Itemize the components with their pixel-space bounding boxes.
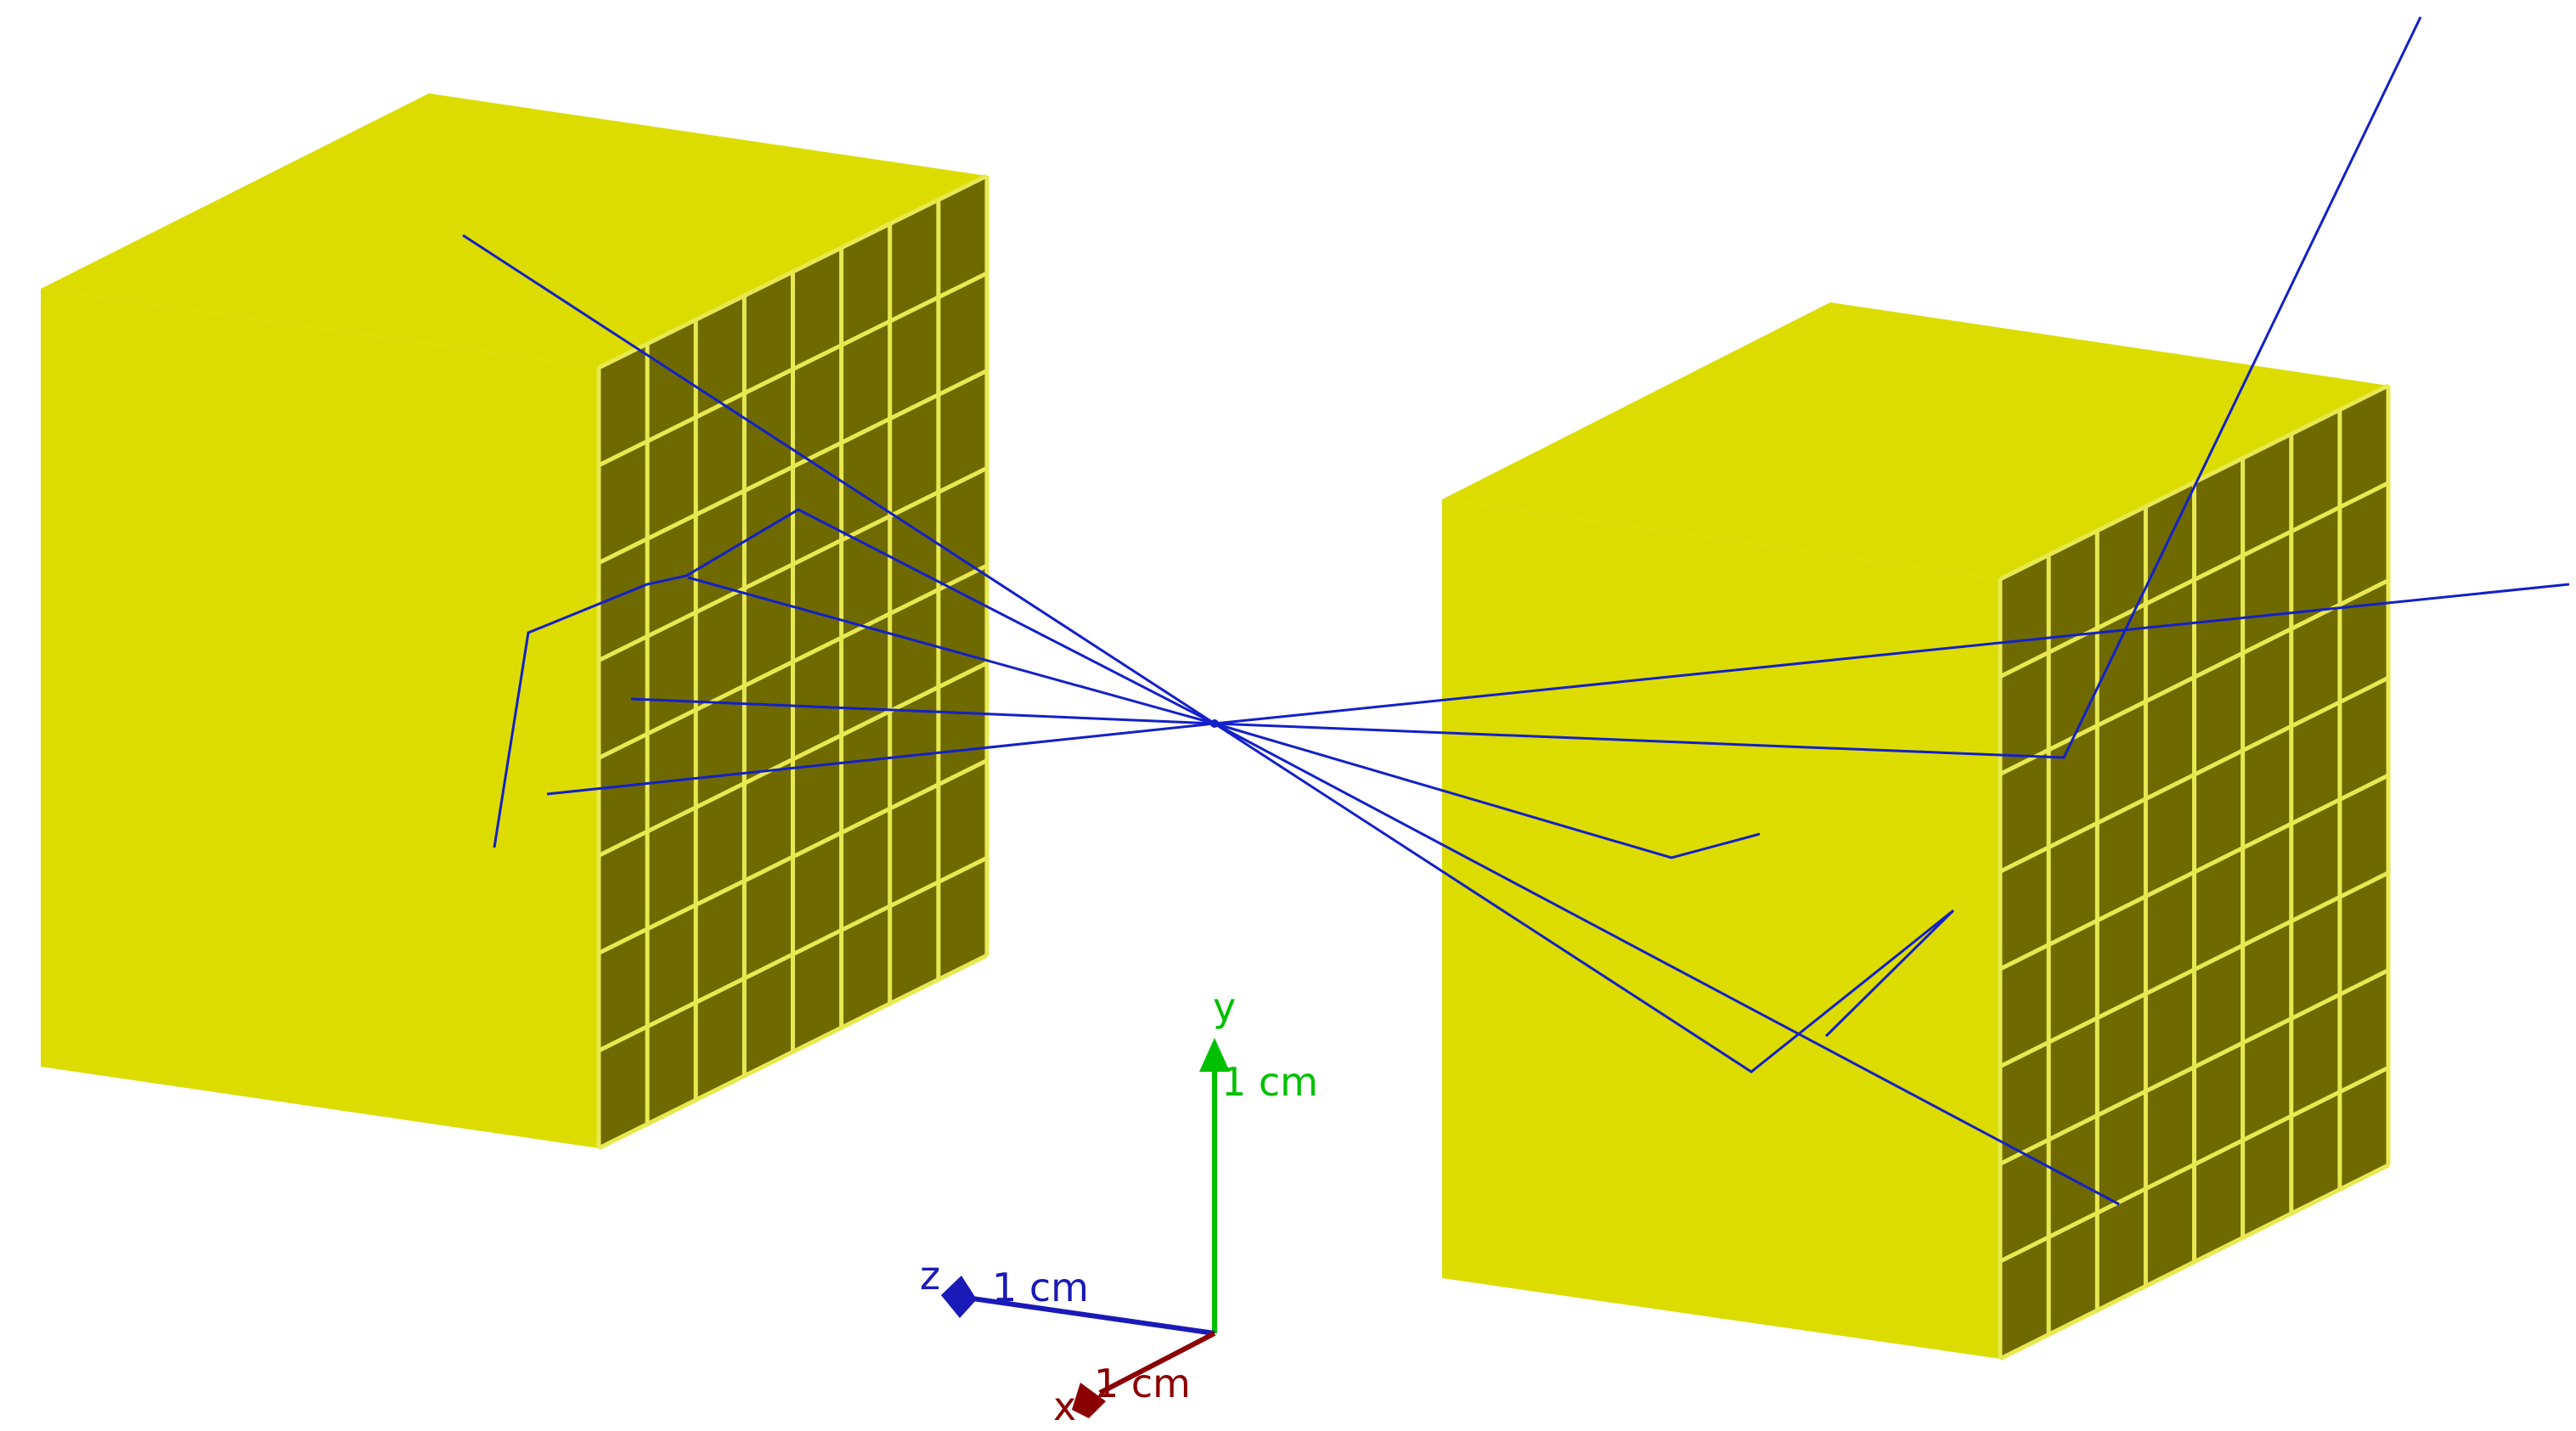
axes-gizmo: y 1 cm z 1 cm x 1 cm (920, 984, 1318, 1429)
x-axis-line (1098, 1331, 1216, 1395)
track (1214, 16, 2422, 759)
segment-grid-line (1998, 1066, 2390, 1264)
segment-grid-line (1998, 870, 2390, 1068)
segment-grid-line (597, 758, 989, 955)
interaction-vertex (1210, 719, 1219, 728)
segment-grid-line (1998, 1163, 2390, 1361)
x-axis-arrowhead (1072, 1383, 1106, 1418)
track (1214, 722, 1955, 1073)
z-axis-arrowhead (941, 1276, 977, 1318)
segment-grid-line (597, 661, 989, 858)
y-axis-length-label: 1 cm (1221, 1059, 1318, 1105)
particle-tracks (462, 16, 2570, 1206)
right-detector (1442, 302, 2391, 1361)
track (1214, 722, 1761, 859)
segment-grid-line (597, 563, 989, 760)
track (1214, 722, 2120, 1206)
z-axis-letter: z (920, 1253, 940, 1299)
track (630, 697, 1215, 725)
x-axis-length-label: 1 cm (1094, 1361, 1191, 1406)
z-axis-length-label: 1 cm (992, 1265, 1089, 1310)
segment-grid-line (597, 953, 989, 1151)
left-detector-front-face (41, 289, 599, 1148)
z-axis-line (966, 1295, 1215, 1336)
right-detector-front-face (1442, 499, 2000, 1359)
track (462, 234, 1215, 725)
right-detector-top-face (1442, 302, 2388, 579)
x-axis-letter: x (1053, 1383, 1076, 1429)
left-detector (41, 93, 989, 1151)
track (493, 508, 1215, 848)
track (1214, 583, 2570, 725)
segment-grid-line (597, 856, 989, 1053)
track (546, 722, 1215, 796)
track (687, 576, 1215, 725)
left-detector-top-face (41, 93, 987, 368)
segment-grid-line (1998, 968, 2390, 1166)
left-detector-segment-grid (596, 173, 989, 1151)
segment-grid-line (1998, 773, 2390, 972)
y-axis-arrowhead (1199, 1038, 1230, 1072)
right-detector-segment-grid (1998, 383, 2391, 1361)
y-axis-letter: y (1213, 984, 1236, 1030)
